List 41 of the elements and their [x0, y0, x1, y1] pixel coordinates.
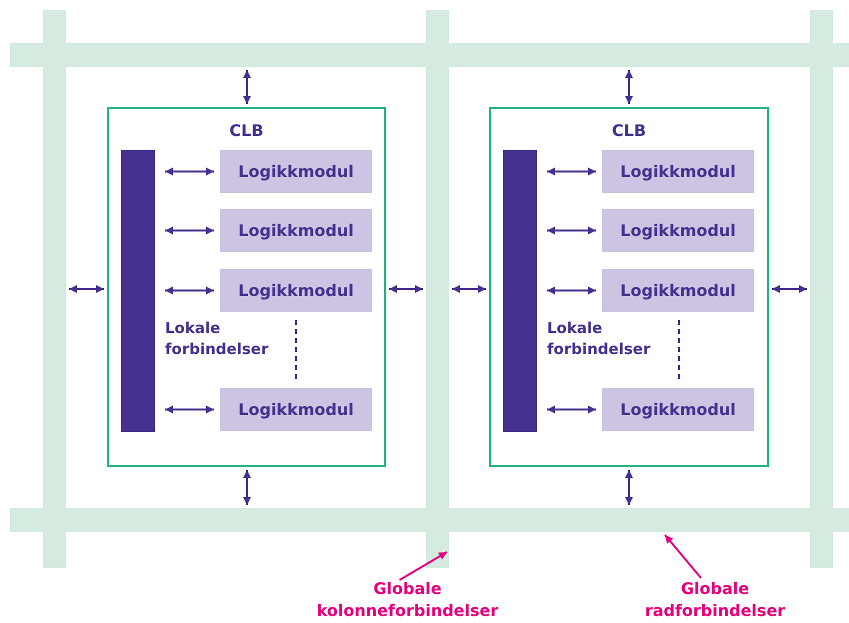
double-arrow	[165, 406, 214, 414]
clb-box	[489, 107, 769, 467]
double-arrow	[165, 226, 214, 234]
double-arrow	[452, 285, 486, 293]
interconnect-bar	[43, 10, 66, 568]
double-arrow	[243, 70, 251, 104]
double-arrow	[625, 70, 633, 104]
double-arrow	[625, 470, 633, 505]
interconnect-bar	[10, 43, 849, 67]
logic-module-box: Logikkmodul	[220, 388, 372, 431]
double-arrow	[243, 470, 251, 505]
double-arrow	[547, 168, 596, 176]
logic-module-box: Logikkmodul	[602, 388, 754, 431]
double-arrow	[547, 406, 596, 414]
double-arrow	[547, 226, 596, 234]
arrow	[664, 534, 702, 579]
double-arrow	[389, 285, 423, 293]
clb-box	[107, 107, 386, 467]
side-label: Lokale forbindelser	[547, 318, 652, 360]
logic-module-box: Logikkmodul	[220, 269, 372, 312]
block-title: CLB	[228, 121, 265, 140]
annotation-label: Globale radforbindelser	[644, 578, 786, 622]
annotation-label: Globale kolonneforbindelser	[316, 578, 500, 622]
double-arrow	[547, 286, 596, 294]
interconnect-bar	[810, 10, 833, 568]
double-arrow	[772, 285, 807, 293]
logic-module-box: Logikkmodul	[602, 269, 754, 312]
double-arrow	[165, 286, 214, 294]
local-interconnect-bar	[121, 150, 155, 432]
interconnect-bar	[10, 508, 849, 532]
double-arrow	[165, 168, 214, 176]
arrow	[399, 551, 448, 581]
interconnect-bar	[426, 10, 449, 568]
logic-module-box: Logikkmodul	[220, 209, 372, 252]
logic-module-box: Logikkmodul	[602, 150, 754, 193]
logic-module-box: Logikkmodul	[602, 209, 754, 252]
logic-module-box: Logikkmodul	[220, 150, 372, 193]
block-title: CLB	[610, 121, 648, 140]
side-label: Lokale forbindelser	[165, 318, 270, 360]
local-interconnect-bar	[503, 150, 537, 432]
double-arrow	[69, 285, 104, 293]
